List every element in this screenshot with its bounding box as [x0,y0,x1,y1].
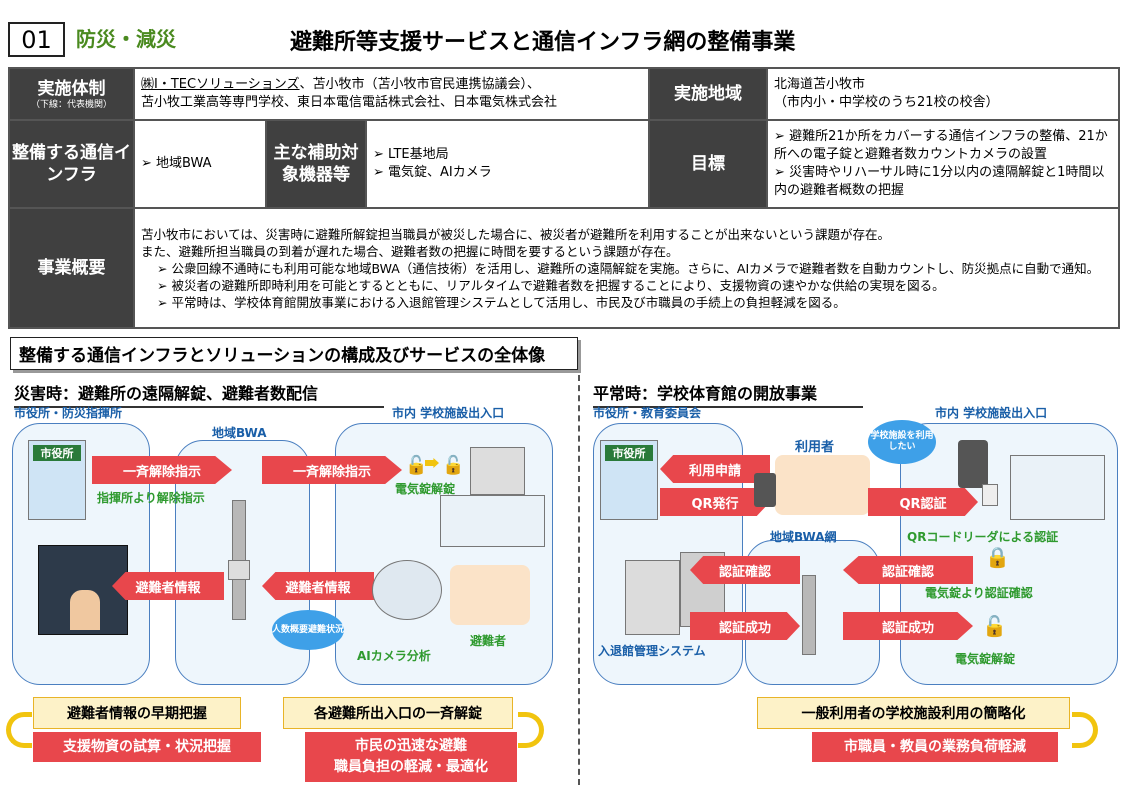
normal-lock-release: 電気錠解錠 [955,652,1016,666]
school-building-icon [440,495,545,547]
city-hall-building: 市役所 [28,440,86,520]
normal-success-arrow-1: 認証成功 [690,612,800,640]
ai-camera-icon [372,560,442,620]
goal-value: 避難所21か所をカバーする通信インフラの整備、21か所への電子錠と避難者数カウン… [766,119,1121,209]
summary-value: 苫小牧市においては、災害時に避難所解錠担当職員が被災した場合に、被災者が避難所を… [132,207,1121,329]
smartphone-icon [754,473,776,507]
normal-apply-arrow: 利用申請 [660,455,770,483]
normal-result: 一般利用者の学校施設利用の簡略化 [757,697,1070,729]
normal-bwa-label: 地域BWA網 [770,530,837,544]
equip-header: 主な補助対象機器等 [265,119,367,209]
infra-value: 地域BWA [133,119,267,209]
infra-header: 整備する通信インフラ [8,119,135,209]
page-title: 避難所等支援サービスと通信インフラ網の整備事業 [290,30,796,55]
ai-camera-label: AIカメラ分析 [357,649,431,663]
disaster-release-arrow-2: 一斉解除指示 [262,456,402,484]
disaster-school-label: 市内 学校施設出入口 [392,406,505,420]
disaster-result-1: 避難者情報の早期把握 [33,697,241,729]
impl-header: 実施体制（下線：代表機関） [8,67,135,121]
smartphone-qr-icon [958,440,988,488]
users-label: 利用者 [795,440,835,455]
cycle-arrow-icon [1072,712,1098,748]
disaster-evac-arrow-2: 避難者情報 [262,572,374,600]
normal-school-building-icon [1010,455,1105,520]
normal-tower-icon [802,575,816,655]
disaster-hq-note: 指揮所より解除指示 [97,491,205,505]
normal-hq-label: 市役所・教育委員会 [593,406,702,420]
arrow-icon [425,458,439,468]
disaster-bwa-label: 地域BWA [212,426,267,440]
evacuees-label: 避難者 [470,634,507,648]
users-icon [775,455,870,515]
normal-check-arrow-1: 認証確認 [690,556,800,584]
disaster-lock-release: 電気錠解錠 [395,482,456,496]
qr-reader-icon [982,484,998,506]
normal-effect: 市職員・教員の業務負荷軽減 [812,732,1058,762]
normal-qr-arrow: QR発行 [660,488,770,516]
lock-open-icon: 🔓 [405,455,428,476]
cycle-arrow-icon [518,712,544,748]
normal-check-arrow-2: 認証確認 [843,556,973,584]
normal-title: 平常時：学校体育館の開放事業 [593,380,863,408]
disaster-effect-1: 支援物資の試算・状況把握 [33,732,261,762]
normal-success-arrow-2: 認証成功 [843,612,973,640]
disaster-bubble: 人数概要避難状況 [272,610,344,650]
project-info-table: 実施体制（下線：代表機関） ㈱I・TECソリューションズ、苫小牧市（苫小牧市官民… [8,67,1121,329]
disaster-result-2: 各避難所出入口の一斉解錠 [283,697,513,729]
lte-antenna-icon [228,560,250,580]
normal-qr-auth-arrow: QR認証 [868,488,978,516]
normal-city-hall-building: 市役所 [600,440,658,520]
divider [578,375,580,785]
section-number: 01 [8,22,65,57]
qr-reader-label: QRコードリーダによる認証 [907,530,1059,544]
evacuees-icon [450,565,530,625]
disaster-evac-arrow-1: 避難者情報 [112,572,224,600]
equip-value: LTE基地局 電気錠、AIカメラ [364,119,651,209]
operator-icon [70,590,100,630]
goal-header: 目標 [648,119,769,209]
disaster-effect-2: 市民の迅速な避難職員負担の軽減・最適化 [305,732,517,782]
area-header: 実施地域 [648,67,769,121]
disaster-release-arrow-1: 一斉解除指示 [92,456,232,484]
impl-value: ㈱I・TECソリューションズ、苫小牧市（苫小牧市官民連携協議会）、 苫小牧工業高… [132,67,651,121]
section-title-bar: 整備する通信インフラとソリューションの構成及びサービスの全体像 [10,337,578,370]
category-label: 防災・減災 [76,27,176,51]
normal-school-label: 市内 学校施設出入口 [935,406,1048,420]
school-tower-icon [470,447,525,495]
normal-bubble: 学校施設を利用したい [868,420,936,464]
server-rack-icon [625,560,680,635]
summary-header: 事業概要 [8,207,135,329]
system-label: 入退館管理システム [598,644,706,658]
area-value: 北海道苫小牧市（市内小・中学校のうち21校の校舎） [766,67,1121,121]
lock-check-label: 電気錠より認証確認 [925,586,1033,600]
lock-open-icon: 🔓 [982,614,1007,638]
lock-check-icon: 🔒 [985,545,1010,569]
lock-icon: 🔓 [442,455,465,476]
cycle-arrow-icon [6,712,32,748]
disaster-hq-label: 市役所・防災指揮所 [14,406,123,420]
disaster-title: 災害時：避難所の遠隔解錠、避難者数配信 [14,380,384,408]
